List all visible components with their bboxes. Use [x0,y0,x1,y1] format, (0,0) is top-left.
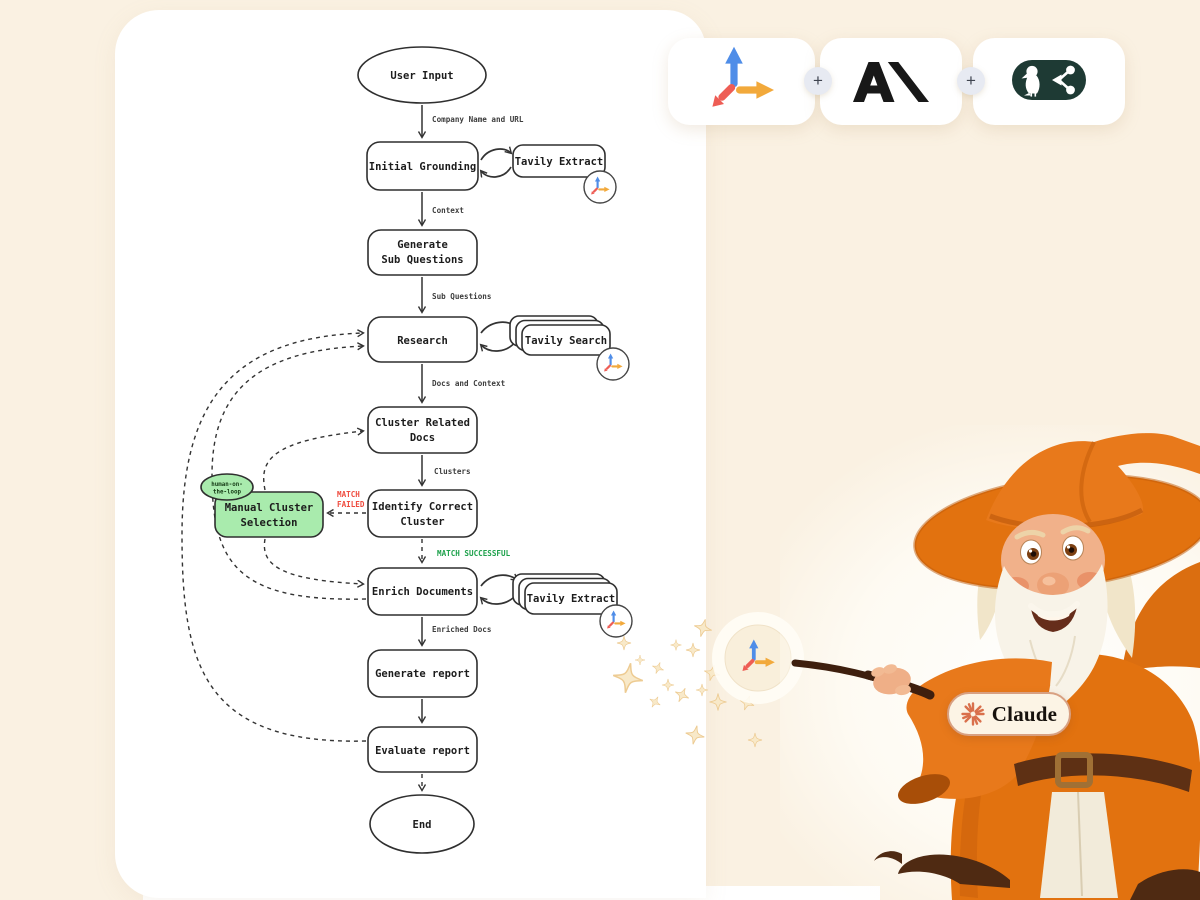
langgraph-badge [583,170,617,204]
sparkle-icon [747,732,763,748]
node-user-input: User Input [357,46,487,104]
crd-line1: Cluster Related [375,417,470,429]
node-end: End [369,794,475,854]
sparkle-icon [661,678,675,692]
sparkle-icon [609,659,647,697]
enrich-documents-label: Enrich Documents [372,586,473,598]
generate-report-label: Generate report [375,668,470,680]
wizard-eyes [1020,535,1084,565]
sparkle-icon [691,616,715,640]
sparkle-icon [616,635,632,651]
end-label: End [413,819,432,831]
plus-glyph: + [966,71,976,90]
icc-line2: Cluster [400,516,444,528]
edge-label-clusters: Clusters [434,467,471,476]
sparkle-icon [695,683,709,697]
anthropic-logo-card [820,38,962,125]
node-tavily-extract-stack: Tavily Extract [512,573,618,615]
node-cluster-related-docs: Cluster Related Docs [367,406,478,454]
sparkle-icon [650,660,666,676]
plus-icon: + [957,67,985,95]
tavily-logo-card [973,38,1125,125]
user-input-label: User Input [390,70,453,82]
claude-wordmark: Claude [991,701,1058,726]
icc-line1: Identify Correct [372,501,473,513]
wizard-shoe-left [898,854,1010,888]
evaluate-report-label: Evaluate report [375,745,470,757]
belt-buckle [1055,752,1093,788]
wizard-shoe-right [1130,869,1200,900]
tavily-logo [1012,60,1086,100]
claude-wizard-illustration [780,425,1200,900]
wizard-mustache [1028,601,1080,618]
mcs-line2: Selection [241,517,298,529]
node-manual-cluster-selection: Manual Cluster Selection [214,491,324,538]
crd-line2: Docs [410,432,435,444]
tavily-extract-2-label: Tavily Extract [527,593,616,605]
sleeve-opening [898,774,950,804]
langgraph-badge [596,347,630,381]
node-enrich-documents: Enrich Documents [367,567,478,616]
wizard-hand [871,664,911,696]
node-initial-grounding: Initial Grounding [366,141,479,191]
sparkle-icon [683,723,707,747]
node-research: Research [367,316,478,363]
node-tavily-search-stack: Tavily Search [509,315,611,356]
wizard-right-arm [1122,562,1200,672]
node-evaluate-report: Evaluate report [367,726,478,773]
hol-line2: the-loop [213,490,241,496]
eyebrow-left [1014,529,1046,540]
edge-label-enriched-docs: Enriched Docs [432,625,491,634]
edge-label-company: Company Name and URL [432,115,524,124]
node-generate-report: Generate report [367,649,478,698]
hat-cone-shading [1079,441,1096,524]
node-generate-sub-questions: Generate Sub Questions [367,229,478,276]
node-identify-correct-cluster: Identify Correct Cluster [367,489,478,538]
match-successful-label: MATCH SUCCESSFUL [437,549,511,558]
anthropic-logo [853,61,929,102]
plus-icon: + [804,67,832,95]
edge-label-sub-questions: Sub Questions [432,292,491,301]
initial-grounding-label: Initial Grounding [369,161,476,173]
tavily-extract-1-label: Tavily Extract [515,156,604,168]
match-failed-line2: FAILED [337,500,365,509]
claude-badge: Claude [947,692,1071,736]
exchange-arrows [481,149,517,605]
node-human-on-the-loop: human-on- the-loop [200,473,254,501]
gsq-line2: Sub Questions [381,254,463,266]
wizard-teeth [1036,610,1071,621]
underrobe-slit [1077,791,1083,897]
research-label: Research [397,335,448,347]
match-failed-line1: MATCH [337,490,360,499]
shoe-toe-curl [874,851,902,864]
mcs-line1: Manual Cluster [225,502,314,514]
eyebrow-right [1060,525,1091,535]
agent-flowchart: User Input Company Name and URL Initial … [181,46,633,854]
langgraph-badge [599,604,633,638]
sparkle-icon [646,693,664,711]
claude-starburst-icon [961,702,985,726]
nose-highlight [1042,576,1056,586]
edge-label-docs-context: Docs and Context [432,379,505,388]
tavily-search-label: Tavily Search [525,335,607,347]
tavily-share-icon [1052,65,1075,95]
gsq-line1: Generate [397,239,448,251]
plus-glyph: + [813,71,823,90]
edge-label-context: Context [432,206,464,215]
tavily-bird-icon [1021,65,1040,97]
sparkle-icon [671,684,693,706]
sparkle-icon [670,639,682,651]
wizard-underrobe [1040,792,1118,898]
hol-line1: human-on- [211,482,242,488]
langgraph-logo-card [668,38,815,125]
dashed-edges [181,333,422,790]
sparkle-icon [634,654,646,666]
robe-shading [959,712,1002,898]
langgraph-icon [699,42,785,122]
sparkle-icon [685,642,701,658]
node-tavily-extract-1: Tavily Extract [512,144,606,178]
wizard-hat-cone [986,433,1200,530]
wizard-mouth [1031,607,1077,632]
sparkle-icon [709,693,727,711]
